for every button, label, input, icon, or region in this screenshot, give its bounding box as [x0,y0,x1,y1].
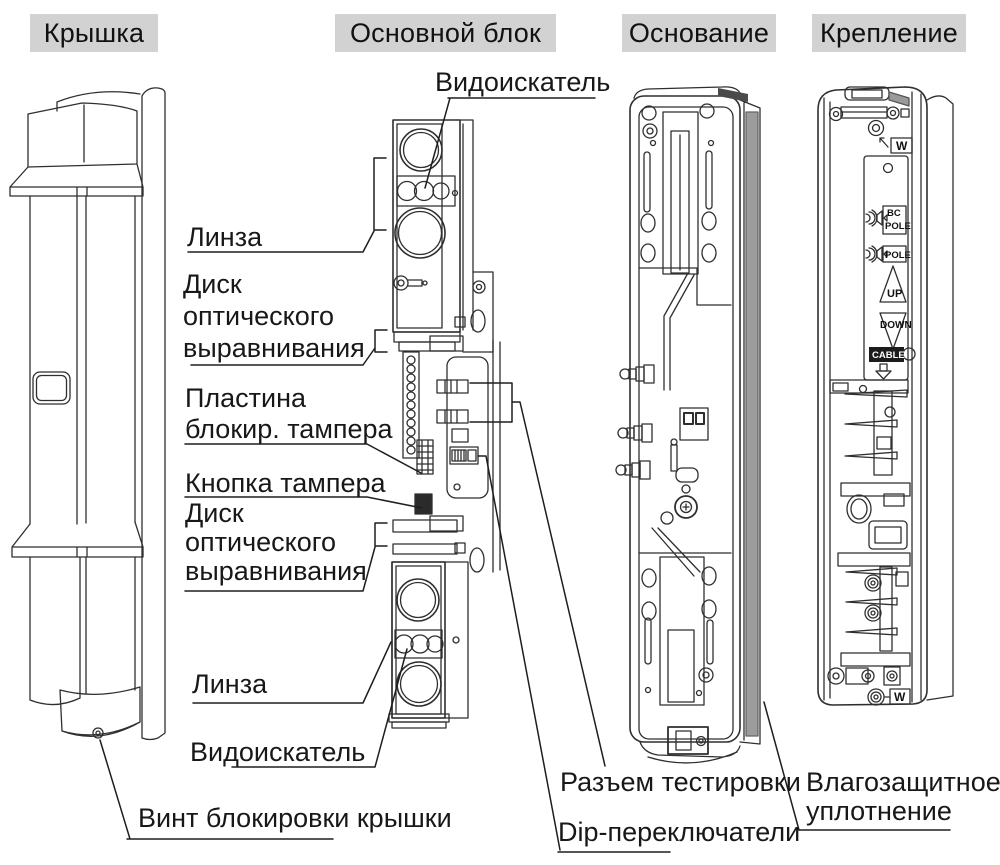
label-test-connector: Разъем тестировки [560,767,801,797]
dip-switch-block [449,446,479,465]
leader-test-connector [469,382,606,767]
header-mount: Крепление [812,14,966,52]
alignment-disk-bottom [392,543,458,555]
header-base: Основание [622,14,776,52]
mount-fins-lower [845,566,909,652]
leader-cover-screw [99,739,334,840]
arrow-to-wall-mark [879,137,889,148]
header-cover: Крышка [30,14,158,52]
mount-fins-upper [844,389,908,476]
leader-viewfinder-top [424,97,596,189]
pole-text: POLE [885,250,911,261]
main-unit-drawing [388,119,501,729]
cover-lock-screw [92,727,104,739]
tamper-block-plate [416,439,434,475]
tamper-button [414,493,433,515]
up-arrow [879,265,907,303]
label-dip-switches: Dip-переключатели [558,817,801,847]
leader-tamper-plate [184,443,422,474]
leader-disk-bottom [184,522,388,592]
lens-bottom-2 [396,661,442,707]
test-connectors [436,379,469,424]
label-cover-screw: Винт блокировки крышки [138,803,452,833]
down-arrow [879,312,907,350]
alignment-disk-top [393,275,428,291]
label-tamper-button: Кнопка тампера [185,468,386,498]
label-viewfinder-bottom: Видоискатель [190,737,366,767]
leader-moisture-seal [763,701,951,831]
cover-drawing [9,87,166,741]
leader-tamper-button [184,496,423,509]
leader-lens-top [187,157,387,253]
cable-mark-box [869,347,904,362]
label-lens-top: Линза [187,222,263,252]
terminal-strip [402,351,420,459]
cover-window [32,371,71,405]
leader-dip-switches [477,455,671,853]
pole-mark [865,245,907,263]
label-moisture-seal: Влагозащитное уплотнение [806,767,1000,826]
label-viewfinder-top: Видоискатель [435,67,611,97]
lens-top-2 [394,207,446,259]
leader-disk-top [190,329,388,366]
down-text: DOWN [880,320,912,331]
moisture-seal-strip [745,111,759,737]
leader-viewfinder-bottom [231,648,408,768]
viewfinder-top [396,175,456,207]
callout-lines [99,97,951,853]
wall-top-mark-text: W [896,139,908,153]
header-main-unit: Основной блок [335,14,556,52]
base-terminal-block [679,407,709,441]
mount-markings: W BC POLE POLE UP DOWN CABLE W [872,139,912,704]
label-disk-top: Диск оптического выравнивания [183,269,365,363]
cable-glands [615,364,655,480]
cable-text: CABLE [872,350,905,361]
lens-top [399,128,443,172]
wall-bottom-mark-text: W [894,690,906,704]
bc-pole-mark [865,205,907,235]
label-lens-bottom: Линза [192,669,268,699]
viewfinder-bottom [394,629,444,659]
bc-pole-text-2: POLE [885,221,911,232]
label-tamper-plate: Пластина блокир. тампера [185,383,393,444]
up-text: UP [887,288,902,300]
label-disk-bottom: Диск оптического выравнивания [185,498,367,586]
lens-bottom [396,578,440,622]
base-drawing [615,86,761,764]
mount-drawing [817,86,954,706]
bc-pole-text-1: BC [887,208,901,219]
leader-lens-bottom [192,641,392,704]
